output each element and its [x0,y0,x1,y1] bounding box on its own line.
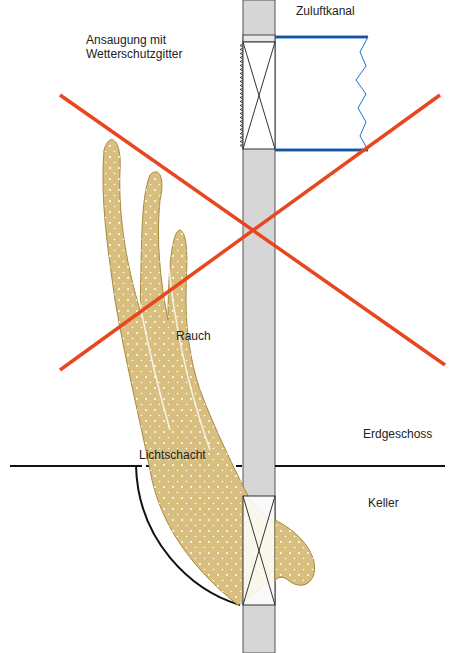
basement-label: Keller [368,496,438,510]
basement-opening [243,496,275,605]
weather-grille [240,44,243,147]
duct-label: Zuluftkanal [296,4,396,18]
wall [243,0,275,653]
intake-label: Ansaugung mit Wetterschutzgitter [86,33,208,61]
prohibition-cross [60,95,440,370]
intake-opening [243,42,275,149]
intake-cap [243,35,275,42]
supply-duct [275,37,368,150]
floor-label: Erdgeschoss [363,427,448,441]
smoke-label: Rauch [176,329,236,343]
light-well-label: Lichtschacht [139,448,229,462]
ground-line [10,465,136,467]
floor-line [275,465,445,467]
